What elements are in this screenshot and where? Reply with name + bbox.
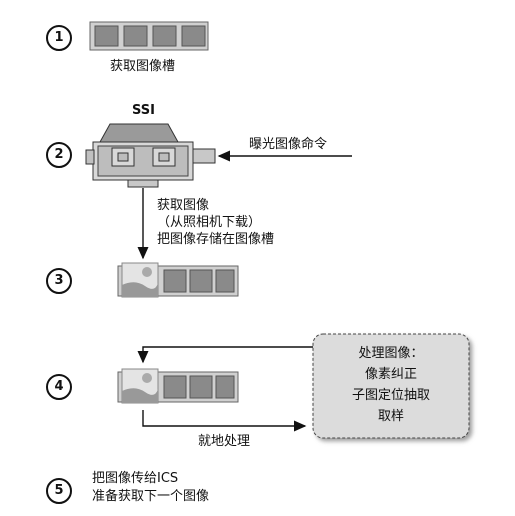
step-number-4: 4 xyxy=(46,374,72,400)
final-line-1: 把图像传给ICS xyxy=(92,471,179,486)
process-line-1: 处理图像： xyxy=(358,346,424,361)
step-number-2: 2 xyxy=(46,142,72,168)
ssi-camera xyxy=(85,123,216,188)
loop-arrow-forward xyxy=(142,410,307,432)
process-box xyxy=(312,333,470,439)
process-line-3: 子图定位抽取 xyxy=(351,388,430,403)
step-number-5: 5 xyxy=(46,478,72,504)
process-line-2: 像素纠正 xyxy=(364,367,417,382)
acquire-line-1: 获取图像 xyxy=(157,198,210,213)
step-number-3: 3 xyxy=(46,268,72,294)
acquire-line-3: 把图像存储在图像槽 xyxy=(157,232,275,247)
ssi-label: SSI xyxy=(132,103,155,118)
step-number-1: 1 xyxy=(46,25,72,51)
process-line-4: 取样 xyxy=(377,409,404,424)
acquire-line-2: （从照相机下载） xyxy=(157,215,262,230)
acquire-slot-label: 获取图像槽 xyxy=(110,59,176,74)
final-line-2: 准备获取下一个图像 xyxy=(92,489,210,504)
image-slot-processing xyxy=(117,368,239,404)
image-slot-filled xyxy=(117,262,239,298)
image-slot-empty xyxy=(89,21,209,51)
process-box-text: 处理图像： 像素纠正 子图定位抽取 取样 xyxy=(316,343,466,427)
exposure-command-label: 曝光图像命令 xyxy=(249,137,328,152)
loop-arrow-return xyxy=(137,346,313,364)
inplace-label: 就地处理 xyxy=(198,434,251,449)
